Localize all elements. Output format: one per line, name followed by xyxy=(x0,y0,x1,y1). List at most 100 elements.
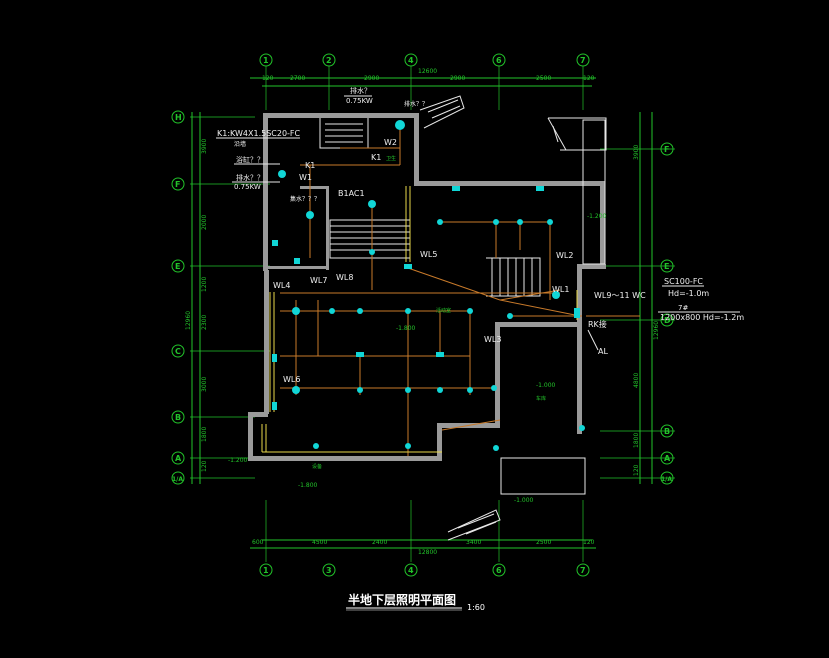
axis-top-1: 2 xyxy=(326,56,332,65)
lamp xyxy=(369,249,375,255)
lamp xyxy=(405,308,411,314)
axis-bottom-1: 3 xyxy=(326,566,332,575)
pump-power: 0.75KW xyxy=(234,183,261,191)
sc100-label: SC100-FC xyxy=(664,277,703,286)
axis-bottom-4: 7 xyxy=(580,566,586,575)
axis-top-3: 6 xyxy=(496,56,502,65)
lamp xyxy=(368,200,376,208)
room-storage: 车库 xyxy=(536,395,546,402)
level-garage: -1.000 xyxy=(514,497,534,504)
lamp xyxy=(467,387,473,393)
dim-top-6: 120 xyxy=(583,75,595,82)
boiler-note: 集水？？？ xyxy=(290,195,320,203)
dim-left-3: 2300 xyxy=(201,315,208,330)
fan2-label: 排水？？ xyxy=(404,100,428,108)
lamp xyxy=(491,385,497,391)
wall-lamp xyxy=(356,352,364,357)
wiring-runs xyxy=(261,125,640,456)
dimension-texts-left: 3900 2000 1200 2300 12960 3000 1800 120 xyxy=(185,139,208,472)
b1ac1-label: B1AC1 xyxy=(338,189,365,198)
light-fixtures xyxy=(272,120,585,451)
lamp xyxy=(357,387,363,393)
axis-grid xyxy=(190,66,675,562)
axis-left-5: A xyxy=(175,454,182,463)
lamp xyxy=(437,219,443,225)
dim-right-0: 3900 xyxy=(633,145,640,160)
wl4-label: WL4 xyxy=(273,281,290,290)
dim-right-3: 1800 xyxy=(633,433,640,448)
axis-left-4: B xyxy=(175,413,181,422)
axis-right-4: A xyxy=(664,454,671,463)
axis-left-0: H xyxy=(175,113,182,122)
lamp xyxy=(547,219,553,225)
lamp xyxy=(292,386,300,394)
dim-right-1: 12960 xyxy=(653,321,660,340)
axis-left-1: F xyxy=(175,180,180,189)
fan1-power: 0.75KW xyxy=(346,97,373,105)
dim-top-5: 2500 xyxy=(536,75,551,82)
distribution-box xyxy=(574,308,580,318)
wall-lamp xyxy=(272,402,277,410)
dim-left-1: 2000 xyxy=(201,215,208,230)
dim-left-0: 3900 xyxy=(201,139,208,154)
dim-bottom-4: 3400 xyxy=(466,539,481,546)
lamp xyxy=(292,307,300,315)
drawing-scale: 1:60 xyxy=(467,603,485,612)
axis-bottom-3: 6 xyxy=(496,566,502,575)
lamp xyxy=(306,211,314,219)
dim-left-6: 1800 xyxy=(201,427,208,442)
level-right: -1.200 xyxy=(587,213,607,220)
wl5-label: WL5 xyxy=(420,250,437,259)
wl6-label: WL6 xyxy=(283,375,300,384)
wl3-label: WL3 xyxy=(484,335,501,344)
stairs xyxy=(319,95,567,541)
dim-left-2: 1200 xyxy=(201,277,208,292)
wl1-label: WL1 xyxy=(552,285,569,294)
k1-a-label: K1 xyxy=(305,161,315,170)
room-wc: 卫生 xyxy=(386,155,396,162)
level-store: -1.000 xyxy=(536,382,556,389)
axis-top-0: 1 xyxy=(263,56,269,65)
dim-bottom-0: 600 xyxy=(252,539,264,546)
k1-b-label: K1 xyxy=(371,153,381,162)
pump-label: 排水？？ xyxy=(236,173,264,182)
wl9-label: WL9～11 WC xyxy=(594,291,646,300)
axis-bottom-0: 1 xyxy=(263,566,269,575)
dimension-texts-top: 120 2700 2900 12600 2900 2500 120 xyxy=(262,68,595,82)
lamp xyxy=(579,425,585,431)
axis-bubbles-top: 1 2 4 6 7 xyxy=(259,53,590,67)
w1-label: W1 xyxy=(299,173,312,182)
lamp xyxy=(405,387,411,393)
wall-lamp xyxy=(436,352,444,357)
lamp xyxy=(507,313,513,319)
dim-bottom-6: 120 xyxy=(583,539,595,546)
lamp xyxy=(493,219,499,225)
wl7-label: WL7 xyxy=(310,276,327,285)
level-main: -1.800 xyxy=(396,325,416,332)
cable-main-label: K1:KW4X1.5SC20-FC xyxy=(217,129,301,138)
lamp xyxy=(313,443,319,449)
axis-left-6: 1/A xyxy=(172,476,183,483)
dim-left-7: 120 xyxy=(201,460,208,472)
axis-bottom-2: 4 xyxy=(408,566,414,575)
axis-top-4: 7 xyxy=(580,56,586,65)
wall-lamp xyxy=(294,258,300,264)
wl2-label: WL2 xyxy=(556,251,573,260)
lamp xyxy=(517,219,523,225)
lamp xyxy=(552,291,560,299)
pit-label: 7# xyxy=(678,304,688,312)
dimension-texts-bottom: 600 4500 2400 12800 3400 2500 120 xyxy=(252,539,595,556)
dim-top-4: 2900 xyxy=(450,75,465,82)
wl8-label: WL8 xyxy=(336,273,353,282)
room-boiler: 设备 xyxy=(312,463,322,470)
axis-bubbles-bottom: 1 3 4 6 7 xyxy=(259,563,590,577)
axis-bubbles-left: H F E C B A 1/A xyxy=(171,110,185,485)
wall-lamp xyxy=(452,186,460,191)
lamp xyxy=(357,308,363,314)
level-entry: -1.800 xyxy=(298,482,318,489)
lamp xyxy=(278,170,286,178)
dim-bottom-3: 12800 xyxy=(418,549,437,556)
dimension-chains xyxy=(191,77,653,549)
